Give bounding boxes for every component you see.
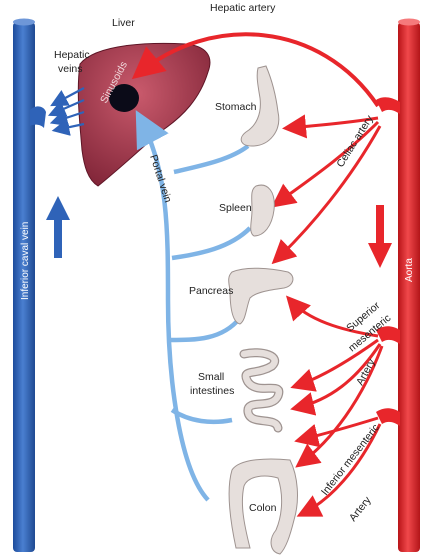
stomach-label: Stomach	[215, 101, 257, 113]
colon-label: Colon	[249, 502, 277, 514]
vein-flow-arrow	[46, 196, 70, 258]
liver	[78, 43, 210, 186]
hepatic-veins-label-2: veins	[58, 63, 83, 75]
aorta-label: Aorta	[404, 258, 415, 282]
hepatic-artery-label: Hepatic artery	[210, 2, 276, 14]
inferior-mesenteric-stub	[376, 408, 400, 426]
spleen-label: Spleen	[219, 202, 252, 214]
aorta	[398, 19, 420, 553]
spleen	[251, 185, 275, 236]
hepatic-vein-stub	[30, 106, 46, 128]
portal-vein-label: Portal vein	[147, 153, 174, 204]
inferior-mesenteric-label-2: Artery	[347, 494, 374, 524]
small-intestines-label-1: Small	[198, 371, 224, 383]
inferior-caval-vein-label: Inferior caval vein	[20, 222, 31, 300]
pancreas-label: Pancreas	[189, 285, 233, 297]
hepatic-veins-label-1: Hepatic	[54, 49, 90, 61]
celiac-artery-branches	[276, 118, 380, 260]
small-intestines-label-2: intestines	[190, 385, 234, 397]
aorta-flow-arrow	[368, 205, 392, 268]
celiac-artery-stub	[376, 97, 400, 114]
liver-label: Liver	[112, 17, 135, 29]
pancreas	[229, 268, 293, 324]
